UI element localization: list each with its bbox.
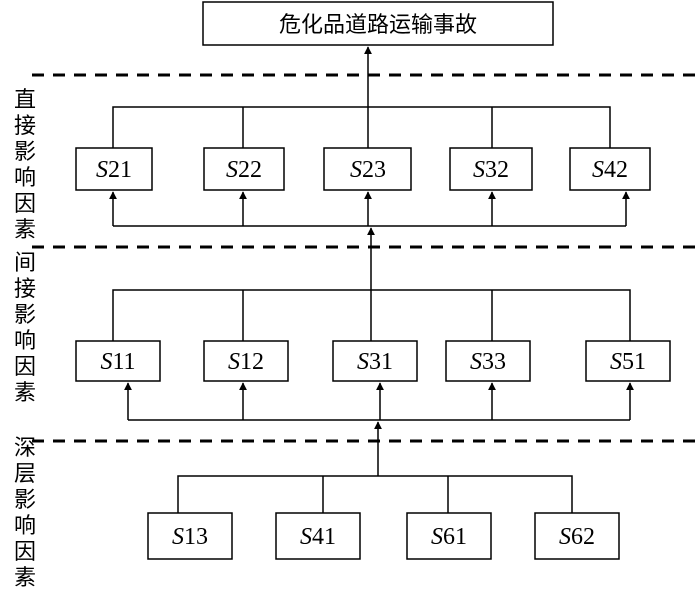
node-s51-num: 51: [622, 349, 646, 375]
node-s23-box: [323, 147, 412, 191]
node-s61-box: [406, 512, 492, 560]
node-s31-label: S31: [357, 349, 393, 375]
node-s21-label: S21: [96, 157, 132, 183]
node-s32-label: S32: [473, 157, 509, 183]
node-s42-prefix: S: [592, 157, 604, 183]
node-s13-num: 13: [184, 524, 208, 550]
top-event-box: [202, 1, 554, 46]
node-s32-prefix: S: [473, 157, 485, 183]
node-s21-prefix: S: [96, 157, 108, 183]
node-s12-prefix: S: [228, 349, 240, 375]
side-label-deep: 深层影响因素: [14, 436, 36, 591]
tier3-nodes: S13 S41 S61 S62: [147, 512, 620, 560]
node-s31-num: 31: [369, 349, 393, 375]
node-s51-prefix: S: [610, 349, 622, 375]
node-s11-num: 11: [112, 349, 135, 375]
node-s33-box: [445, 340, 531, 382]
node-s61-prefix: S: [431, 524, 443, 550]
node-s62-label: S62: [559, 524, 595, 550]
node-s42: S42: [569, 147, 651, 191]
node-s61-label: S61: [431, 524, 467, 550]
node-s61: S61: [406, 512, 492, 560]
node-s31-box: [332, 340, 418, 382]
node-s62-num: 62: [571, 524, 595, 550]
node-s23-num: 23: [362, 157, 386, 183]
node-s11-prefix: S: [100, 349, 112, 375]
node-s22-num: 22: [238, 157, 262, 183]
node-s22: S22: [203, 147, 285, 191]
node-s23: S23: [323, 147, 412, 191]
node-s33-prefix: S: [470, 349, 482, 375]
node-s32: S32: [449, 147, 533, 191]
node-s12: S12: [203, 340, 289, 382]
tier1-nodes: S21 S22 S23 S32 S42: [75, 147, 651, 191]
node-s41-num: 41: [312, 524, 336, 550]
node-s41-label: S41: [300, 524, 336, 550]
node-s12-num: 12: [240, 349, 264, 375]
node-s21-num: 21: [108, 157, 132, 183]
node-s32-box: [449, 147, 533, 191]
node-s41: S41: [275, 512, 361, 560]
node-s41-box: [275, 512, 361, 560]
node-s11-label: S11: [100, 349, 135, 375]
tier2-top-bracket: [112, 289, 631, 341]
node-s62-prefix: S: [559, 524, 571, 550]
top-event-node: 危化品道路运输事故: [202, 1, 554, 46]
node-s33-num: 33: [482, 349, 506, 375]
node-s61-num: 61: [443, 524, 467, 550]
node-s21: S21: [75, 147, 153, 191]
node-s13-prefix: S: [172, 524, 184, 550]
tier2-nodes: S11 S12 S31 S33 S51: [75, 340, 671, 382]
node-s33-label: S33: [470, 349, 506, 375]
node-s31-prefix: S: [357, 349, 369, 375]
node-s33: S33: [445, 340, 531, 382]
side-label-direct: 直接影响因素: [14, 88, 36, 243]
node-s42-box: [569, 147, 651, 191]
node-s11: S11: [75, 340, 161, 382]
node-s13: S13: [147, 512, 233, 560]
node-s42-label: S42: [592, 157, 628, 183]
node-s13-box: [147, 512, 233, 560]
node-s32-num: 32: [485, 157, 509, 183]
top-event-label: 危化品道路运输事故: [279, 13, 477, 38]
node-s62-box: [534, 512, 620, 560]
node-s22-box: [203, 147, 285, 191]
node-s31: S31: [332, 340, 418, 382]
node-s42-num: 42: [604, 157, 628, 183]
side-label-indirect: 间接影响因素: [14, 251, 36, 406]
node-s62: S62: [534, 512, 620, 560]
node-s11-box: [75, 340, 161, 382]
tier1-top-bracket: [112, 106, 611, 148]
node-s21-box: [75, 147, 153, 191]
node-s23-label: S23: [350, 157, 386, 183]
tier3-top-bracket: [177, 475, 573, 513]
node-s12-label: S12: [228, 349, 264, 375]
node-s22-label: S22: [226, 157, 262, 183]
node-s51-box: [585, 340, 671, 382]
node-s51-label: S51: [610, 349, 646, 375]
node-s13-label: S13: [172, 524, 208, 550]
node-s41-prefix: S: [300, 524, 312, 550]
node-s22-prefix: S: [226, 157, 238, 183]
node-s51: S51: [585, 340, 671, 382]
node-s12-box: [203, 340, 289, 382]
node-s23-prefix: S: [350, 157, 362, 183]
